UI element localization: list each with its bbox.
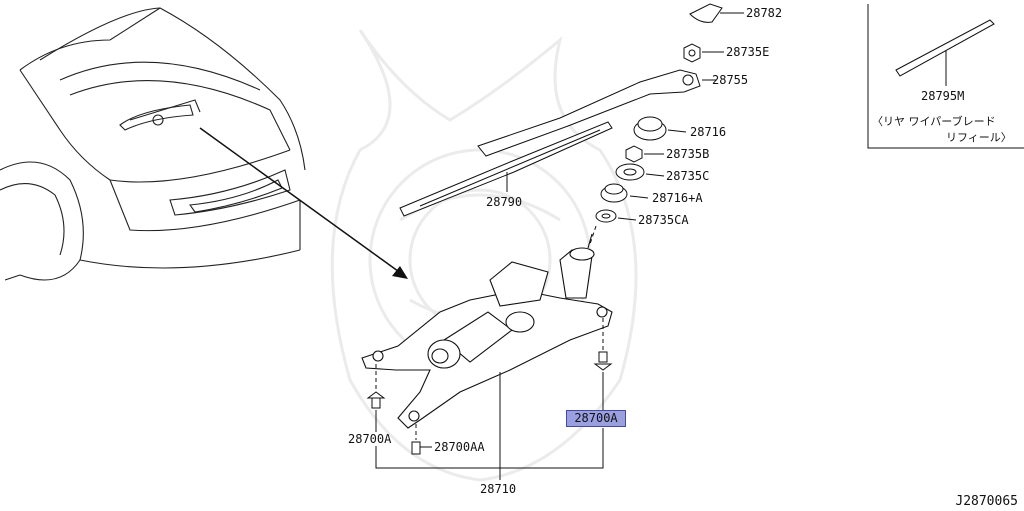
shaft-guide-line	[589, 225, 597, 245]
label-28716A: 28716+A	[652, 191, 703, 205]
part-28716-grommet	[633, 116, 687, 141]
part-28782-cap	[689, 3, 744, 23]
bolt-28700A-left	[366, 364, 386, 432]
label-28735CA: 28735CA	[638, 213, 689, 227]
label-28782: 28782	[746, 6, 783, 20]
label-28755: 28755	[712, 73, 749, 87]
label-28735B: 28735B	[666, 147, 710, 161]
bolt-28700A-right	[593, 318, 613, 410]
diagram-id: J2870065	[955, 494, 1018, 509]
assembly-bracket	[375, 372, 604, 480]
label-28735E: 28735E	[726, 45, 770, 59]
part-28735E-nut	[683, 43, 724, 63]
part-28735B-nut	[625, 145, 664, 163]
label-28790: 28790	[486, 195, 523, 209]
label-28710: 28710	[480, 482, 517, 496]
part-28710-motor-assembly	[361, 233, 613, 429]
label-28716: 28716	[690, 125, 727, 139]
part-28790-blade	[399, 121, 613, 217]
refill-inset	[867, 4, 1024, 149]
refill-note-line2: リフィール〉	[946, 131, 1012, 144]
refill-note-line1: 〈リヤ ワイパーブレード	[872, 115, 996, 128]
part-28716A-grommet	[600, 183, 649, 203]
highlighted-part-28700A[interactable]: 28700A	[566, 410, 626, 427]
label-28735C: 28735C	[666, 169, 710, 183]
part-28755-arm	[477, 69, 716, 157]
label-28700A-left: 28700A	[348, 432, 392, 446]
part-28735C-washer	[615, 163, 665, 181]
label-28700AA: 28700AA	[434, 440, 485, 454]
vehicle-rear-outline	[0, 7, 306, 281]
pointer-arrow	[199, 127, 408, 279]
label-28795M: 28795M	[921, 89, 965, 103]
bolt-28700AA	[411, 424, 432, 455]
part-28735CA-washer	[595, 209, 637, 223]
